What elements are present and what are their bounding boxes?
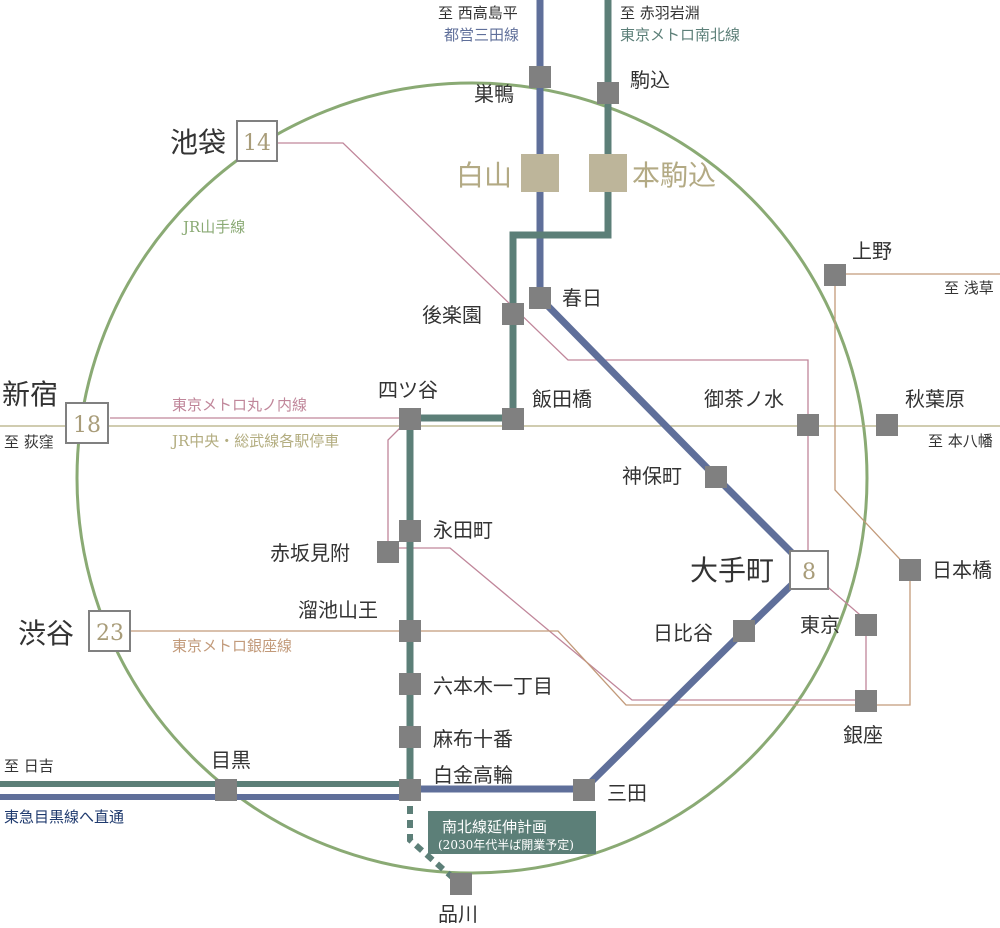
station-meguro-label: 目黒 <box>211 748 251 772</box>
station-akihabara-marker[interactable] <box>876 414 898 436</box>
station-komagome-label: 駒込 <box>630 68 670 92</box>
ikebukuro-minutes: 14 <box>243 131 271 156</box>
namboku-line-path <box>406 0 612 789</box>
ikebukuro-minutes-box <box>236 120 278 162</box>
extension-plan-box <box>428 811 596 854</box>
station-hakusan-label: 白山 <box>456 159 512 192</box>
station-yotsuya-marker[interactable] <box>399 408 421 430</box>
station-tameikesanno-label: 溜池山王 <box>298 598 378 622</box>
station-ikebukuro-label: 池袋 <box>170 126 226 159</box>
marunouchi-line-label: 東京メトロ丸ノ内線 <box>172 396 307 414</box>
direction-hiyoshi: 至 日吉 <box>4 757 54 775</box>
chuo-line-label: JR中央・総武線各駅停車 <box>170 432 339 450</box>
namboku-extension-path <box>407 792 462 887</box>
station-honkomagome-marker[interactable] <box>589 154 627 192</box>
shinjuku-minutes-box <box>65 402 109 444</box>
station-roppongi-label: 六本木一丁目 <box>433 674 553 698</box>
station-hibiya-marker[interactable] <box>733 620 755 642</box>
station-otemachi-label: 大手町 <box>690 554 774 587</box>
station-akasakamitsuke-label: 赤坂見附 <box>270 541 350 565</box>
station-ueno-marker[interactable] <box>824 264 846 286</box>
station-azabujuban-label: 麻布十番 <box>433 727 513 751</box>
station-kasuga-label: 春日 <box>562 286 602 310</box>
namboku-line-label: 東京メトロ南北線 <box>620 26 740 44</box>
station-kasuga-marker[interactable] <box>529 287 551 309</box>
station-shirokane-label: 白金高輪 <box>433 763 513 787</box>
station-meguro-marker[interactable] <box>215 779 237 801</box>
shinjuku-minutes: 18 <box>73 413 101 438</box>
otemachi-minutes-box <box>789 550 829 590</box>
station-iidabashi-label: 飯田橋 <box>532 387 592 411</box>
station-sugamo-marker[interactable] <box>529 66 551 88</box>
station-sugamo-label: 巣鴨 <box>474 82 514 106</box>
direction-asakusa: 至 浅草 <box>944 279 994 297</box>
station-tokyo-label: 東京 <box>800 613 840 637</box>
station-akihabara-label: 秋葉原 <box>905 387 965 411</box>
station-nagatacho-marker[interactable] <box>399 520 421 542</box>
station-roppongi-marker[interactable] <box>399 673 421 695</box>
station-shibuya-label: 渋谷 <box>18 617 74 650</box>
yamanote-line-loop <box>75 81 869 875</box>
station-shinagawa-marker[interactable] <box>450 873 472 895</box>
station-tokyo-marker[interactable] <box>855 614 877 636</box>
station-ueno-label: 上野 <box>852 239 892 263</box>
direction-ogikubo: 至 荻窪 <box>4 433 54 451</box>
station-azabujuban-marker[interactable] <box>399 726 421 748</box>
yamanote-line-label: JR山手線 <box>181 218 245 236</box>
station-mita-label: 三田 <box>607 781 647 805</box>
station-nagatacho-label: 永田町 <box>433 518 493 542</box>
station-ochanomizu-marker[interactable] <box>797 414 819 436</box>
station-hibiya-label: 日比谷 <box>653 621 713 645</box>
direction-motoyawata: 至 本八幡 <box>928 432 993 450</box>
station-honkomagome-label: 本駒込 <box>632 159 716 192</box>
mita-line-label: 都営三田線 <box>444 26 519 44</box>
tokyu-line-label: 東急目黒線へ直通 <box>4 808 124 826</box>
station-shirokane-marker[interactable] <box>399 779 421 801</box>
shibuya-minutes: 23 <box>96 621 124 646</box>
station-komagome-marker[interactable] <box>597 82 619 104</box>
otemachi-minutes: 8 <box>802 560 816 585</box>
shibuya-minutes-box <box>88 610 131 652</box>
ginza-line-label: 東京メトロ銀座線 <box>172 637 292 655</box>
station-korakuen-marker[interactable] <box>502 303 524 325</box>
station-tameikesanno-marker[interactable] <box>399 620 421 642</box>
station-nihombashi-label: 日本橋 <box>932 558 992 582</box>
station-mita-marker[interactable] <box>573 779 595 801</box>
station-jimbocho-marker[interactable] <box>705 466 727 488</box>
hibiya-line-path <box>834 275 911 571</box>
extension-plan-title: 南北線延伸計画 <box>442 818 547 836</box>
direction-nishitakashimadaira: 至 西高島平 <box>438 4 518 22</box>
station-ochanomizu-label: 御茶ノ水 <box>704 387 784 411</box>
station-iidabashi-marker[interactable] <box>502 408 524 430</box>
station-ginza-marker[interactable] <box>855 690 877 712</box>
station-jimbocho-label: 神保町 <box>622 464 682 488</box>
station-hakusan-marker[interactable] <box>521 154 559 192</box>
station-korakuen-label: 後楽園 <box>422 303 482 327</box>
extension-plan-note: (2030年代半ば開業予定) <box>438 837 574 852</box>
station-ginza-label: 銀座 <box>843 723 883 747</box>
station-yotsuya-label: 四ツ谷 <box>378 378 438 402</box>
station-akasakamitsuke-marker[interactable] <box>377 541 399 563</box>
station-shinagawa-label: 品川 <box>438 902 478 926</box>
station-nihombashi-marker[interactable] <box>899 559 921 581</box>
station-shinjuku-label: 新宿 <box>2 378 58 411</box>
direction-akabaneiwabuchi: 至 赤羽岩淵 <box>620 4 700 22</box>
